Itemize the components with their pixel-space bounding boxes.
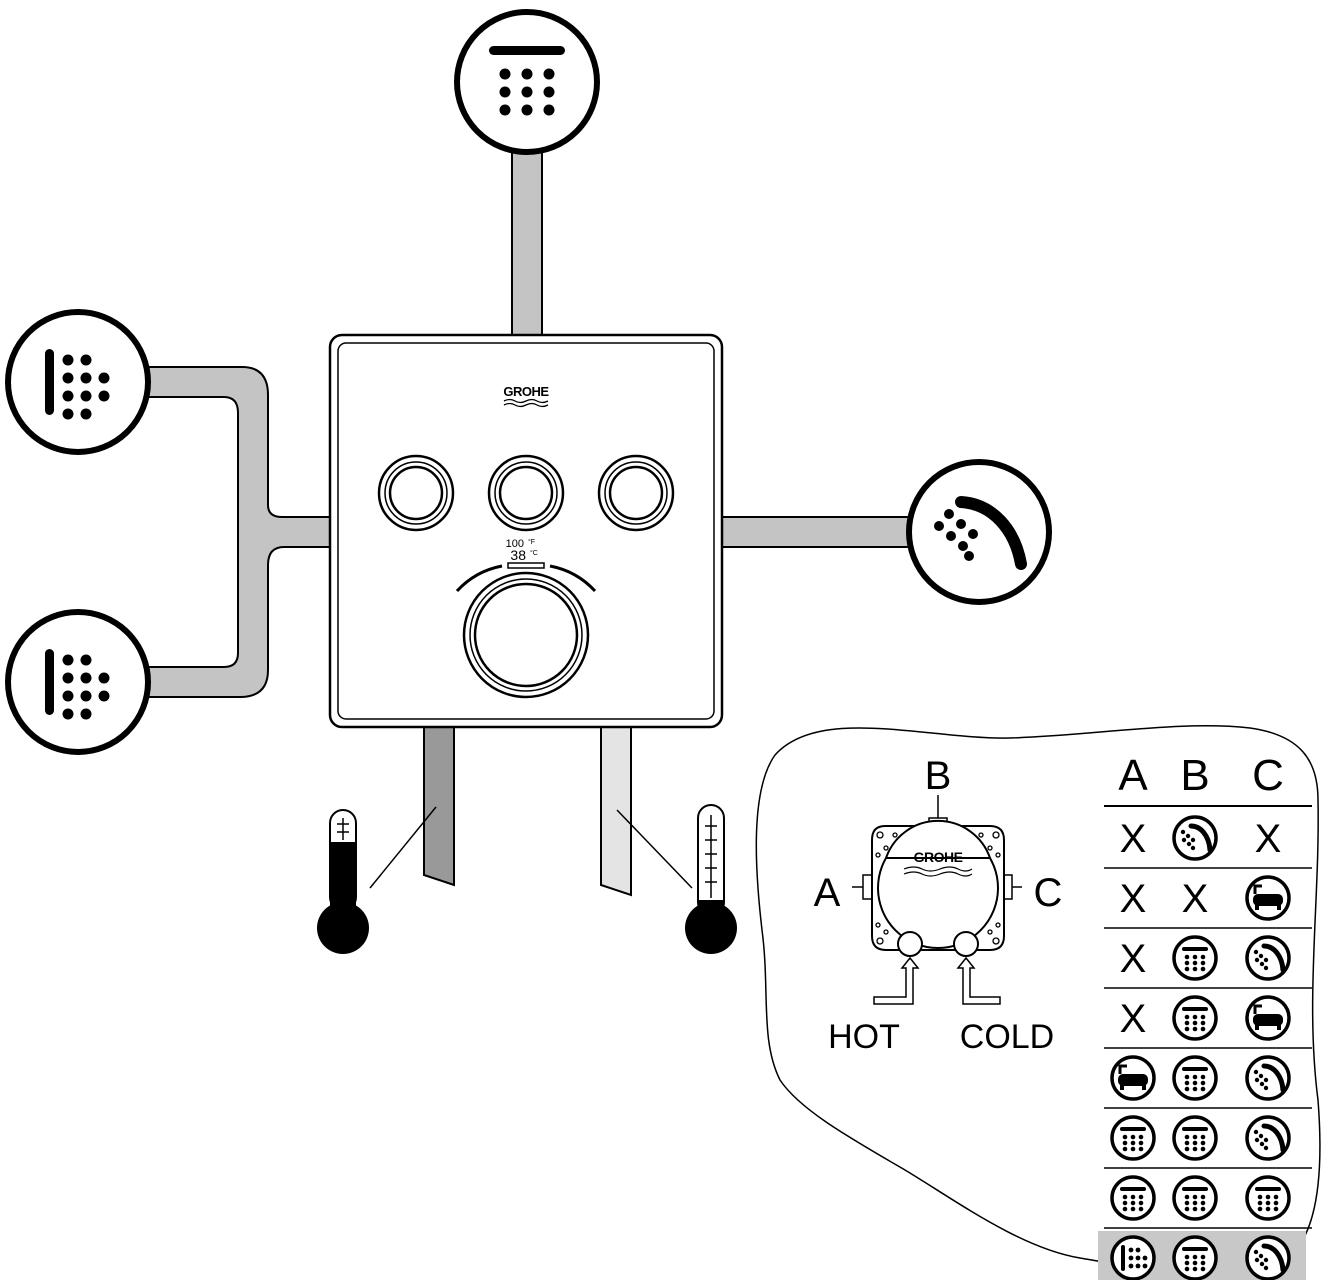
table-cell-x: X bbox=[1182, 877, 1209, 921]
table-row bbox=[1104, 1055, 1312, 1109]
table-cell-x: X bbox=[1255, 817, 1282, 861]
hot-inlet-pipe bbox=[423, 726, 455, 887]
table-row: X bbox=[1104, 995, 1312, 1049]
outlet-label-b: B bbox=[925, 754, 952, 798]
rough-in-valve: GROHE bbox=[852, 795, 1022, 1005]
hand-shower-icon bbox=[1245, 935, 1291, 981]
body-jet-icon bbox=[5, 309, 151, 455]
brand-logo: GROHE bbox=[503, 384, 550, 408]
overhead-shower-icon bbox=[1110, 1175, 1156, 1221]
outlet-label-a: A bbox=[814, 871, 841, 915]
svg-text:°F: °F bbox=[528, 538, 535, 546]
pipes bbox=[147, 151, 915, 897]
bathtub-icon bbox=[1245, 875, 1291, 921]
bathtub-icon bbox=[1245, 995, 1291, 1041]
svg-text:100: 100 bbox=[506, 538, 524, 550]
overhead-shower-icon bbox=[1172, 1115, 1218, 1161]
table-cell-x: X bbox=[1120, 937, 1147, 981]
pipe-right bbox=[721, 516, 915, 548]
svg-text:GROHE: GROHE bbox=[503, 384, 549, 399]
table-row: X bbox=[1104, 935, 1312, 989]
body-jet-icon bbox=[5, 609, 151, 755]
overhead-shower-icon bbox=[1110, 1115, 1156, 1161]
overhead-shower-icon bbox=[1172, 995, 1218, 1041]
pipe-left bbox=[147, 366, 331, 698]
overhead-shower-icon bbox=[1172, 1055, 1218, 1101]
table-cell-x: X bbox=[1120, 997, 1147, 1041]
overhead-shower-icon bbox=[1172, 1235, 1218, 1280]
overhead-shower-icon bbox=[454, 9, 600, 155]
table-row bbox=[1104, 1175, 1312, 1229]
hand-shower-icon bbox=[1172, 815, 1218, 861]
table-cell-x: X bbox=[1120, 817, 1147, 861]
temperature-scale: 100 °F 38 °C bbox=[455, 538, 597, 593]
svg-text:GROHE: GROHE bbox=[914, 849, 963, 865]
outlet-selector-button-c[interactable] bbox=[597, 454, 675, 532]
overhead-shower-icon bbox=[1172, 935, 1218, 981]
hot-thermometer-icon bbox=[317, 806, 437, 954]
table-row bbox=[1098, 1231, 1306, 1280]
table-header-a: A bbox=[1118, 751, 1148, 800]
outlet-label-c: C bbox=[1034, 871, 1063, 915]
outlet-selector-button-b[interactable] bbox=[487, 454, 565, 532]
table-row bbox=[1104, 1115, 1312, 1169]
overhead-shower-icon bbox=[1172, 1175, 1218, 1221]
pipe-top bbox=[511, 151, 543, 338]
svg-text:38: 38 bbox=[510, 547, 526, 563]
svg-text:°C: °C bbox=[530, 549, 538, 557]
overhead-shower-icon bbox=[1245, 1175, 1291, 1221]
table-header-b: B bbox=[1180, 751, 1209, 800]
thermostat-faceplate: GROHE 100 °F 38 °C bbox=[328, 333, 724, 729]
table-header-c: C bbox=[1252, 751, 1284, 800]
table-cell-x: X bbox=[1120, 877, 1147, 921]
hand-shower-icon bbox=[1245, 1235, 1291, 1280]
cold-thermometer-icon bbox=[616, 804, 737, 954]
body-jet-icon bbox=[1110, 1235, 1156, 1280]
hand-shower-icon bbox=[906, 459, 1052, 605]
temperature-dial[interactable] bbox=[462, 571, 590, 699]
hand-shower-icon bbox=[1245, 1055, 1291, 1101]
hot-label: HOT bbox=[828, 1018, 900, 1056]
cold-label: COLD bbox=[960, 1018, 1054, 1056]
hand-shower-icon bbox=[1245, 1115, 1291, 1161]
cold-inlet-pipe bbox=[600, 726, 632, 897]
outlet-selector-button-a[interactable] bbox=[377, 454, 455, 532]
bathtub-icon bbox=[1110, 1055, 1156, 1101]
